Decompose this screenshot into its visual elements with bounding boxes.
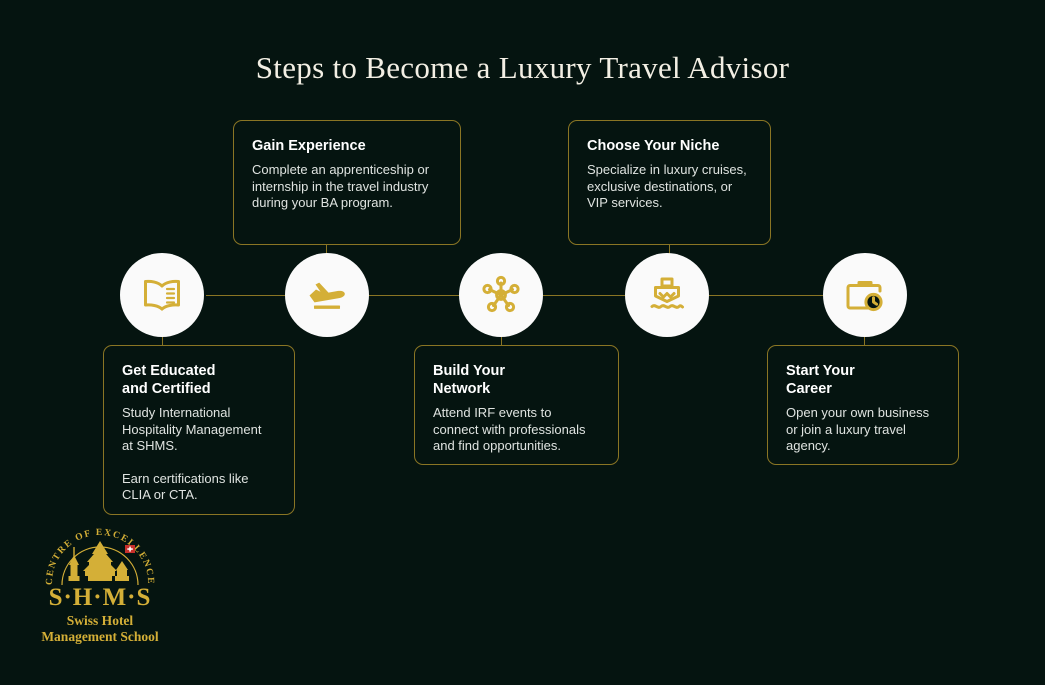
step-body: Complete an apprenticeship or internship… (252, 162, 430, 210)
briefcase-clock-icon (845, 277, 885, 313)
step-title: Gain Experience (252, 138, 366, 154)
airplane-takeoff-icon (306, 278, 348, 312)
step-body: Specialize in luxury cruises, exclusive … (587, 162, 747, 210)
step-icon-circle-get-educated[interactable] (120, 253, 204, 337)
step-title: Get Educated and Certified (122, 363, 216, 397)
step-icon-circle-build-network[interactable] (459, 253, 543, 337)
network-hub-icon (481, 275, 521, 315)
stem-choose-your-niche (669, 244, 670, 260)
step-title: Build Your Network (433, 363, 505, 397)
shms-logo: CENTRE OF EXCELLENCE (30, 527, 170, 644)
step-title: Start Your Career (786, 363, 855, 397)
swiss-flag-icon (125, 545, 135, 553)
step-icon-circle-start-career[interactable] (823, 253, 907, 337)
step-body: Study International Hospitality Manageme… (122, 405, 262, 453)
logo-acronym: S·H·M·S (48, 584, 152, 611)
step-body-secondary: Earn certifications like CLIA or CTA. (122, 470, 249, 503)
step-card-choose-your-niche[interactable]: Choose Your Niche Specialize in luxury c… (568, 120, 771, 245)
logo-emblem: CENTRE OF EXCELLENCE (30, 527, 170, 587)
logo-school-name: Swiss Hotel Management School (41, 613, 159, 644)
stem-gain-experience (326, 244, 327, 260)
step-card-build-your-network[interactable]: Build Your Network Attend IRF events to … (414, 345, 619, 465)
step-body: Attend IRF events to connect with profes… (433, 405, 586, 453)
open-book-icon (142, 278, 182, 312)
step-body: Open your own business or join a luxury … (786, 405, 930, 453)
connector-line-4-5 (709, 295, 823, 296)
step-card-get-educated-and-certified[interactable]: Get Educated and Certified Study Interna… (103, 345, 295, 515)
connector-line-2-3 (368, 295, 460, 296)
connector-line-1-2 (206, 295, 286, 296)
step-title: Choose Your Niche (587, 138, 720, 154)
cruise-ship-icon (647, 276, 687, 314)
step-card-start-your-career[interactable]: Start Your Career Open your own business… (767, 345, 959, 465)
stem-get-educated (162, 330, 163, 346)
step-card-gain-experience[interactable]: Gain Experience Complete an apprenticesh… (233, 120, 461, 245)
stem-build-your-network (501, 330, 502, 346)
page-title: Steps to Become a Luxury Travel Advisor (255, 50, 790, 85)
stem-start-your-career (864, 330, 865, 346)
step-icon-circle-choose-niche[interactable] (625, 253, 709, 337)
connector-line-3-4 (543, 295, 625, 296)
step-icon-circle-gain-experience[interactable] (285, 253, 369, 337)
